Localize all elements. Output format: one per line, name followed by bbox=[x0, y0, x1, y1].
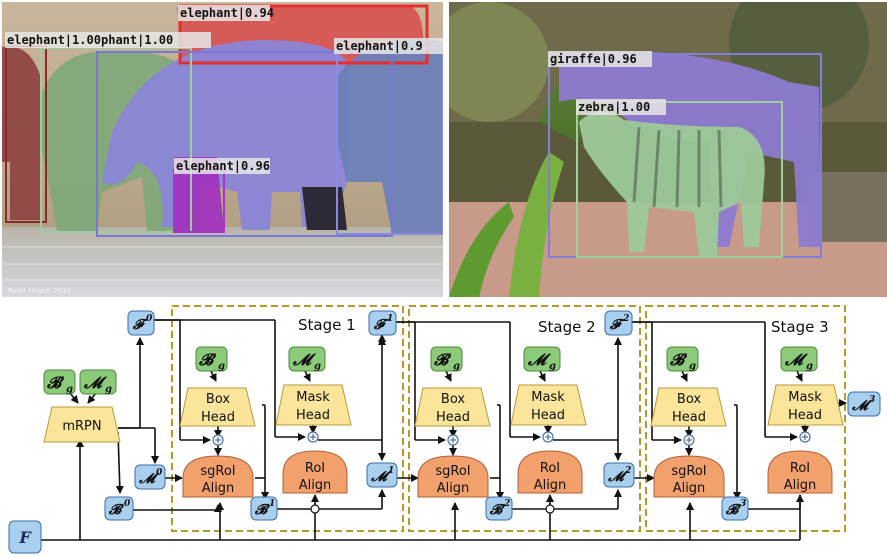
input-feature-F: F bbox=[8, 520, 42, 554]
feature-F2: 𝓕 2 bbox=[604, 310, 633, 336]
svg-text:Head: Head bbox=[672, 410, 706, 425]
feature-F0: 𝓕 0 bbox=[127, 310, 155, 336]
svg-text:Head: Head bbox=[531, 408, 565, 423]
svg-text:3: 3 bbox=[740, 499, 746, 509]
svg-text:𝓜: 𝓜 bbox=[292, 350, 316, 369]
svg-text:Mask: Mask bbox=[531, 390, 565, 405]
svg-text:g: g bbox=[806, 361, 813, 372]
det-label-elephant-09: elephant|0.9 bbox=[336, 39, 423, 53]
mask-M2: 𝓜 2 bbox=[603, 462, 635, 488]
svg-text:Box: Box bbox=[441, 392, 465, 407]
svg-text:2: 2 bbox=[622, 314, 629, 324]
svg-text:𝓑: 𝓑 bbox=[254, 502, 271, 518]
input-Bg: 𝓑 g bbox=[43, 369, 76, 395]
stage-1-label: Stage 1 bbox=[298, 316, 356, 334]
svg-text:F: F bbox=[18, 528, 32, 547]
svg-text:g: g bbox=[66, 384, 73, 395]
svg-text:g: g bbox=[218, 361, 225, 372]
svg-text:𝓜: 𝓜 bbox=[527, 350, 551, 369]
svg-text:mRPN: mRPN bbox=[62, 419, 101, 434]
svg-text:Head: Head bbox=[296, 408, 330, 423]
watermark: Peter Hiroch 2010 bbox=[8, 287, 71, 295]
svg-text:g: g bbox=[453, 361, 460, 372]
svg-text:𝓑: 𝓑 bbox=[433, 350, 452, 369]
svg-text:Align: Align bbox=[784, 478, 817, 493]
svg-text:𝓜: 𝓜 bbox=[851, 398, 872, 414]
sum-nodes bbox=[212, 431, 811, 446]
svg-text:Box: Box bbox=[677, 392, 701, 407]
det-label-elephant-094: elephant|0.94 bbox=[180, 6, 274, 20]
svg-text:𝓜: 𝓜 bbox=[607, 469, 628, 485]
stage-3-label: Stage 3 bbox=[771, 318, 829, 336]
svg-text:Head: Head bbox=[201, 410, 235, 425]
svg-text:Box: Box bbox=[206, 392, 230, 407]
box-B3: 𝓑 3 bbox=[721, 496, 749, 521]
det-label-elephant-100: elephant|1.00 bbox=[7, 33, 101, 47]
svg-text:𝓜: 𝓜 bbox=[370, 469, 391, 485]
stage-1-box bbox=[171, 305, 404, 532]
mrpn-block: mRPN bbox=[43, 406, 121, 443]
svg-text:Head: Head bbox=[788, 408, 822, 423]
svg-text:2: 2 bbox=[503, 499, 510, 509]
svg-text:Head: Head bbox=[436, 410, 470, 425]
svg-text:sgRoI: sgRoI bbox=[200, 464, 235, 479]
det-label-phant-100: phant|1.00 bbox=[101, 33, 173, 47]
svg-text:Mask: Mask bbox=[788, 390, 822, 405]
det-label-zebra: zebra|1.00 bbox=[578, 100, 650, 114]
svg-text:sgRoI: sgRoI bbox=[435, 464, 470, 479]
box-B0: 𝓑 0 bbox=[104, 496, 134, 521]
svg-text:g: g bbox=[549, 361, 556, 372]
svg-text:Align: Align bbox=[299, 478, 332, 493]
svg-text:𝓑: 𝓑 bbox=[725, 502, 742, 518]
svg-text:2: 2 bbox=[624, 466, 631, 476]
sgroi-align-blocks: sgRoI Align sgRoI Align sgRoI Align bbox=[182, 455, 725, 498]
mask-M3-output: 𝓜 3 bbox=[847, 391, 881, 417]
svg-text:3: 3 bbox=[869, 395, 875, 405]
svg-text:g: g bbox=[105, 384, 112, 395]
stage-2-label: Stage 2 bbox=[538, 318, 596, 336]
svg-text:0: 0 bbox=[124, 499, 131, 509]
stage-3-box bbox=[645, 305, 846, 532]
svg-text:𝓑: 𝓑 bbox=[669, 350, 688, 369]
svg-text:RoI: RoI bbox=[790, 461, 810, 476]
det-label-giraffe: giraffe|0.96 bbox=[550, 52, 637, 66]
svg-text:Mask: Mask bbox=[296, 390, 330, 405]
svg-text:RoI: RoI bbox=[305, 461, 325, 476]
svg-text:Align: Align bbox=[534, 478, 567, 493]
input-Mg: 𝓜 g bbox=[79, 369, 117, 395]
mask-M0: 𝓜 0 bbox=[134, 464, 166, 490]
svg-text:RoI: RoI bbox=[540, 461, 560, 476]
svg-text:0: 0 bbox=[146, 314, 153, 324]
stage-2-box bbox=[408, 305, 641, 532]
svg-text:Align: Align bbox=[437, 481, 470, 496]
svg-text:𝓑: 𝓑 bbox=[489, 502, 506, 518]
svg-text:𝓑: 𝓑 bbox=[108, 502, 125, 518]
det-label-elephant-096: elephant|0.96 bbox=[176, 159, 270, 173]
svg-text:g: g bbox=[314, 361, 321, 372]
mask-heads: Mask Head Mask Head Mask Head bbox=[275, 384, 844, 426]
svg-text:𝓜: 𝓜 bbox=[83, 373, 107, 392]
mask-M1: 𝓜 1 bbox=[366, 462, 398, 488]
roi-align-blocks: RoI Align RoI Align RoI Align bbox=[282, 450, 833, 494]
svg-text:0: 0 bbox=[156, 468, 163, 478]
box-B1: 𝓑 1 bbox=[250, 496, 278, 521]
svg-text:Align: Align bbox=[202, 481, 235, 496]
svg-text:1: 1 bbox=[269, 499, 275, 509]
box-B2: 𝓑 2 bbox=[485, 496, 513, 521]
svg-text:sgRoI: sgRoI bbox=[671, 464, 706, 479]
svg-text:𝓜: 𝓜 bbox=[784, 350, 808, 369]
right-photo: giraffe|0.96 zebra|1.00 bbox=[449, 2, 887, 297]
svg-text:1: 1 bbox=[387, 314, 393, 324]
svg-text:1: 1 bbox=[388, 466, 394, 476]
box-heads: Box Head Box Head Box Head bbox=[179, 387, 727, 427]
svg-text:𝓑: 𝓑 bbox=[46, 373, 65, 392]
stage-inputs: 𝓑 g 𝓜 g 𝓑 g 𝓜 g 𝓑 g 𝓜 g bbox=[195, 346, 818, 372]
svg-text:Align: Align bbox=[673, 481, 706, 496]
left-photo: elephant|0.94 elephant|1.00 phant|1.00 e… bbox=[2, 2, 443, 297]
svg-text:𝓜: 𝓜 bbox=[138, 471, 159, 487]
svg-text:𝓑: 𝓑 bbox=[198, 350, 217, 369]
svg-text:g: g bbox=[689, 361, 696, 372]
feature-F1: 𝓕 1 bbox=[368, 310, 397, 336]
